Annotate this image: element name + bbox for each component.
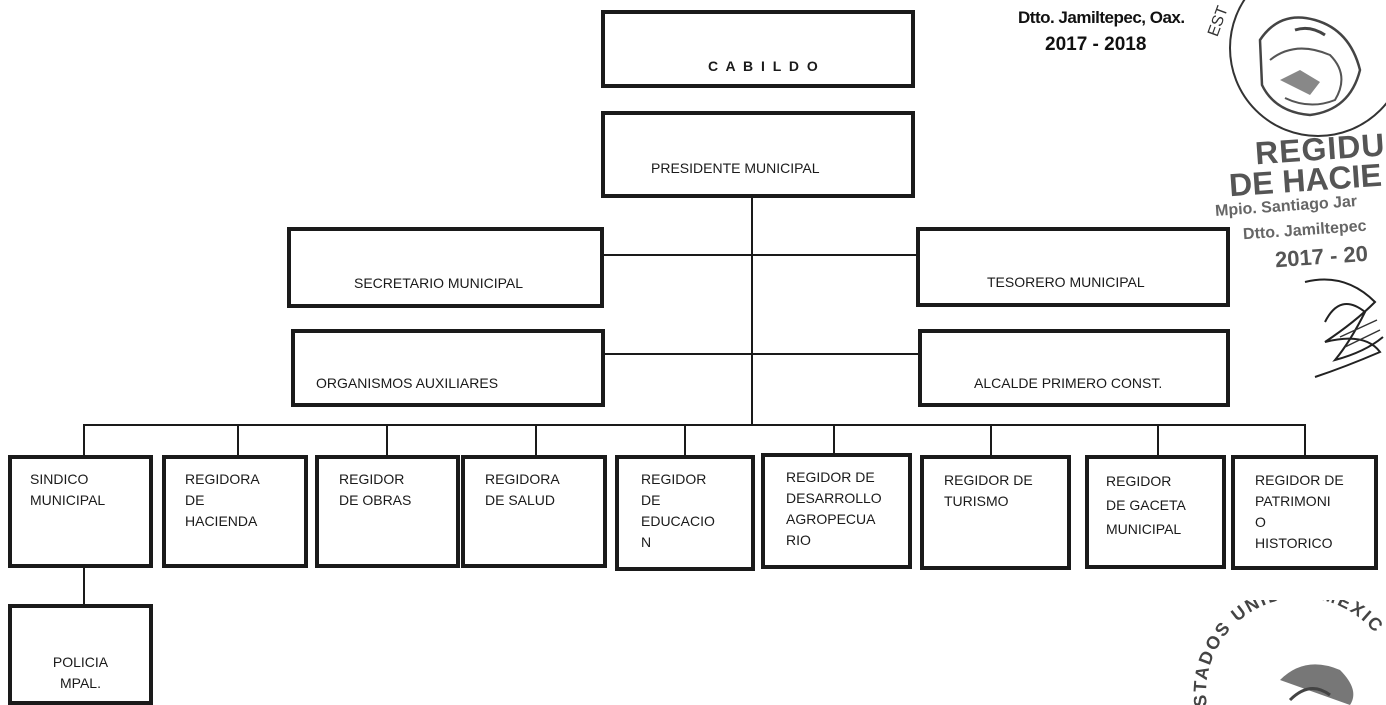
regidor-desarrollo-label: REGIDOR DE DESARROLLO AGROPECUA RIO [786,469,882,548]
tesorero-label: TESORERO MUNICIPAL [987,274,1145,290]
sindico-label: SINDICO MUNICIPAL [30,471,106,508]
regidora-salud-box: REGIDORA DE SALUD [461,455,607,568]
stamp-top: Dtto. Jamiltepec, Oax. 2017 - 2018 [1000,0,1190,65]
connector-drop-8 [1157,424,1159,456]
regidor-educacion-box: REGIDOR DE EDUCACIO N [615,455,755,571]
regidor-educacion-label: REGIDOR DE EDUCACIO N [641,471,715,550]
connector-president-vertical [751,120,753,426]
stamp-top-line2: 2017 - 2018 [1045,34,1147,55]
presidente-box: PRESIDENTE MUNICIPAL [601,111,915,198]
secretario-box: SECRETARIO MUNICIPAL [287,227,604,308]
coat-of-arms-top-icon: EST [1205,0,1386,137]
connector-horizontal-bar [83,424,1306,426]
connector-drop-3 [386,424,388,456]
connector-drop-5 [684,424,686,456]
seal-bottom-icon: ESTADOS UNIDOS MEXICANOS [1190,600,1386,705]
alcalde-label: ALCALDE PRIMERO CONST. [974,375,1163,391]
tesorero-box: TESORERO MUNICIPAL [916,227,1230,307]
connector-drop-1 [83,424,85,456]
connector-drop-6 [833,424,835,456]
regidora-salud-label: REGIDORA DE SALUD [485,471,560,508]
regidor-desarrollo-box: REGIDOR DE DESARROLLO AGROPECUA RIO [761,453,912,569]
seal-bottom: ESTADOS UNIDOS MEXICANOS [1190,600,1386,705]
connector-secretario [602,254,918,256]
regidor-obras-label: REGIDOR DE OBRAS [339,471,412,508]
stamp-regiduria-line4: Dtto. Jamiltepec [1242,217,1368,244]
regidora-hacienda-box: REGIDORA DE HACIENDA [162,455,308,568]
svg-text:EST: EST [1205,4,1232,39]
svg-text:ESTADOS UNIDOS MEXICANOS: ESTADOS UNIDOS MEXICANOS [1190,600,1386,705]
secretario-label: SECRETARIO MUNICIPAL [354,275,524,291]
stamp-regiduria: REGIDUR DE HACIE Mpio. Santiago Jar Dtto… [1215,122,1386,382]
alcalde-box: ALCALDE PRIMERO CONST. [918,329,1230,407]
regidor-obras-box: REGIDOR DE OBRAS [315,455,460,568]
regidor-gaceta-label: REGIDOR DE GACETA MUNICIPAL [1106,473,1186,537]
regidor-patrimonio-label: REGIDOR DE PATRIMONI O HISTORICO [1255,472,1344,551]
cabildo-label: C A B I L D O [708,58,820,74]
regidor-turismo-label: REGIDOR DE TURISMO [944,472,1033,509]
organismos-box: ORGANISMOS AUXILIARES [291,329,605,407]
stamp-top-line1: Dtto. Jamiltepec, Oax. [1018,8,1185,27]
connector-drop-7 [990,424,992,456]
regidor-patrimonio-box: REGIDOR DE PATRIMONI O HISTORICO [1231,455,1378,570]
regidor-turismo-box: REGIDOR DE TURISMO [920,455,1071,570]
connector-drop-9 [1304,424,1306,456]
cabildo-box: C A B I L D O [601,10,915,88]
connector-drop-4 [535,424,537,456]
regidor-gaceta-box: REGIDOR DE GACETA MUNICIPAL [1085,455,1226,569]
regidora-hacienda-label: REGIDORA DE HACIENDA [185,471,260,529]
policia-label: POLICIA MPAL. [52,654,109,691]
policia-box: POLICIA MPAL. [8,604,153,705]
organismos-label: ORGANISMOS AUXILIARES [316,375,499,391]
connector-drop-2 [237,424,239,456]
connector-organismos [604,353,920,355]
connector-policia [83,568,85,606]
presidente-label: PRESIDENTE MUNICIPAL [651,160,820,176]
sindico-box: SINDICO MUNICIPAL [8,455,153,568]
signature-icon [1304,278,1384,378]
